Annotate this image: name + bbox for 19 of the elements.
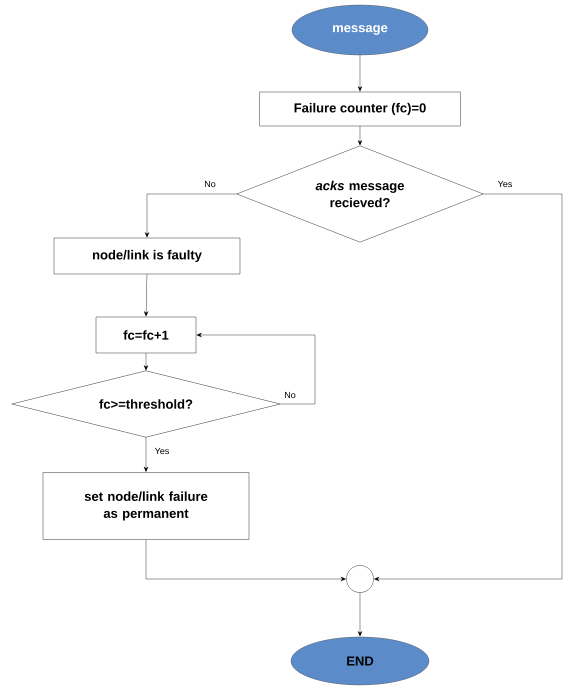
edge-label: Yes (496, 180, 514, 188)
edge-label: No (283, 390, 297, 400)
arrow (144, 274, 148, 316)
arrow (358, 55, 362, 92)
arrow (196, 332, 316, 404)
arrow (358, 126, 362, 146)
process-box: set node/link failure as permanent (42, 472, 250, 540)
arrow (358, 592, 362, 636)
arrow (146, 540, 346, 582)
arrow (144, 437, 148, 472)
arrow (144, 194, 237, 238)
connector-circle (346, 565, 374, 593)
process-box: node/link is faulty (54, 238, 240, 274)
process-box: Failure counter (fc)=0 (259, 92, 461, 126)
process-box: fc=fc+1 (96, 316, 196, 354)
edge-label: No (203, 180, 217, 188)
arrow (374, 194, 562, 582)
arrow (144, 353, 148, 370)
edge-label: Yes (154, 446, 170, 456)
